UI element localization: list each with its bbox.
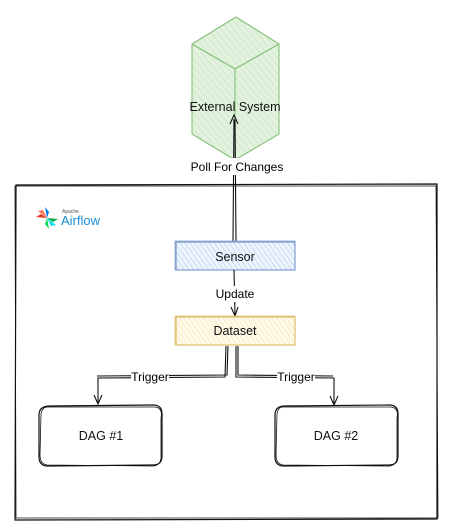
trigger-right-label-bg [277,370,315,385]
sensor-box [174,240,296,271]
airflow-brand-small: Apache [62,209,79,215]
trigger-left-label-bg [131,370,169,385]
poll-edge-label: Poll For Changes [191,160,284,174]
dag-2-label: DAG #2 [314,429,359,443]
poll-edge [229,113,239,242]
external-system-cube [191,16,280,161]
poll-label-bg [190,158,284,175]
dag-1-label: DAG #1 [79,429,124,443]
dag-1-box [38,404,163,467]
update-edge-label: Update [216,287,255,301]
trigger-right-label: Trigger [277,370,315,384]
dataset-box [174,315,296,346]
dag-2-box [274,404,399,467]
trigger-left-label: Trigger [131,370,169,384]
dataset-label: Dataset [213,324,257,338]
update-label-bg [212,286,257,302]
airflow-container [14,183,439,521]
external-system-label: External System [189,100,280,114]
airflow-logo-icon [36,207,58,229]
airflow-brand-name: Airflow [61,213,101,228]
sensor-label: Sensor [215,250,255,264]
